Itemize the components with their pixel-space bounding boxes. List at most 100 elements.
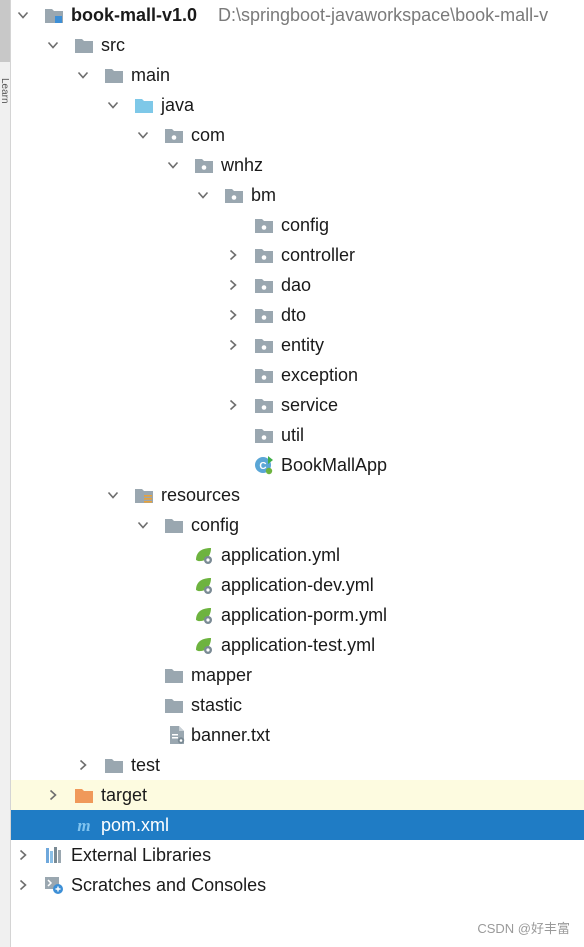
tree-node-external-libraries[interactable]: External Libraries (11, 840, 584, 870)
chevron-right-icon[interactable] (17, 879, 29, 891)
chevron-right-icon[interactable] (17, 849, 29, 861)
chevron-right-icon[interactable] (227, 309, 239, 321)
tree-label: config (191, 515, 240, 535)
tree-label: service (281, 395, 339, 415)
package-icon (254, 305, 274, 325)
chevron-down-icon[interactable] (197, 189, 209, 201)
package-icon (254, 215, 274, 235)
chevron-right-icon[interactable] (227, 399, 239, 411)
chevron-right-icon[interactable] (47, 789, 59, 801)
tree-node-project-root[interactable]: book-mall-v1.0 D:\springboot-javaworkspa… (11, 0, 584, 30)
tree-node-service[interactable]: service (11, 390, 584, 420)
tree-node-application-test-yml[interactable]: application-test.yml (11, 630, 584, 660)
chevron-down-icon[interactable] (107, 489, 119, 501)
module-folder-icon (44, 5, 64, 25)
folder-icon (104, 755, 124, 775)
tree-node-stastic[interactable]: stastic (11, 690, 584, 720)
tree-label: main (131, 65, 171, 85)
tree-label: wnhz (221, 155, 264, 175)
package-icon (224, 185, 244, 205)
folder-icon (164, 665, 184, 685)
tree-node-banner-txt[interactable]: banner.txt (11, 720, 584, 750)
folder-icon (164, 515, 184, 535)
svg-text:m: m (77, 816, 90, 835)
tree-node-dao[interactable]: dao (11, 270, 584, 300)
source-folder-icon (134, 95, 154, 115)
package-icon (254, 275, 274, 295)
tree-node-entity[interactable]: entity (11, 330, 584, 360)
tree-node-dto[interactable]: dto (11, 300, 584, 330)
package-icon (164, 125, 184, 145)
tree-label: application-porm.yml (221, 605, 388, 625)
tree-label: java (161, 95, 195, 115)
tree-label: controller (281, 245, 356, 265)
excluded-folder-icon (74, 785, 94, 805)
chevron-down-icon[interactable] (77, 69, 89, 81)
tree-node-src[interactable]: src (11, 30, 584, 60)
chevron-down-icon[interactable] (137, 129, 149, 141)
chevron-right-icon[interactable] (77, 759, 89, 771)
chevron-down-icon[interactable] (17, 9, 29, 21)
tree-label: bm (251, 185, 277, 205)
chevron-down-icon[interactable] (47, 39, 59, 51)
project-tool-tab[interactable] (0, 0, 10, 62)
tree-label: entity (281, 335, 325, 355)
tree-node-mapper[interactable]: mapper (11, 660, 584, 690)
tree-node-scratches-and-consoles[interactable]: Scratches and Consoles (11, 870, 584, 900)
folder-icon (74, 35, 94, 55)
spring-config-file-icon (194, 635, 214, 655)
project-path: D:\springboot-javaworkspace\book-mall-v (218, 5, 549, 25)
tree-label: application.yml (221, 545, 341, 565)
package-icon (254, 425, 274, 445)
tree-node-application-dev-yml[interactable]: application-dev.yml (11, 570, 584, 600)
tree-node-config[interactable]: config (11, 210, 584, 240)
package-icon (254, 365, 274, 385)
tree-node-application-yml[interactable]: application.yml (11, 540, 584, 570)
chevron-right-icon[interactable] (227, 279, 239, 291)
side-tool-window-strip[interactable]: Learn (0, 0, 11, 947)
tree-node-exception[interactable]: exception (11, 360, 584, 390)
folder-icon (104, 65, 124, 85)
tree-node-com[interactable]: com (11, 120, 584, 150)
chevron-right-icon[interactable] (227, 249, 239, 261)
tree-node-target[interactable]: target (11, 780, 584, 810)
svg-text:C: C (259, 461, 266, 472)
tree-label: test (131, 755, 161, 775)
spring-config-file-icon (194, 545, 214, 565)
tree-node-application-porm-yml[interactable]: application-porm.yml (11, 600, 584, 630)
spring-config-file-icon (194, 605, 214, 625)
tree-node-wnhz[interactable]: wnhz (11, 150, 584, 180)
tree-label: util (281, 425, 305, 445)
tree-label: resources (161, 485, 241, 505)
package-icon (254, 245, 274, 265)
tree-node-bookmallapp[interactable]: C BookMallApp (11, 450, 584, 480)
spring-boot-class-icon: C (254, 455, 274, 475)
tree-node-resources-config[interactable]: config (11, 510, 584, 540)
tree-node-bm[interactable]: bm (11, 180, 584, 210)
tree-node-util[interactable]: util (11, 420, 584, 450)
tree-label: BookMallApp (281, 455, 388, 475)
tree-label: com (191, 125, 226, 145)
package-icon (194, 155, 214, 175)
learn-tool-tab[interactable]: Learn (0, 78, 10, 104)
chevron-down-icon[interactable] (167, 159, 179, 171)
chevron-down-icon[interactable] (107, 99, 119, 111)
tree-node-pom-xml[interactable]: m pom.xml (11, 810, 584, 840)
resources-folder-icon (134, 485, 154, 505)
project-tree[interactable]: book-mall-v1.0 D:\springboot-javaworkspa… (11, 0, 584, 947)
tree-node-java[interactable]: java (11, 90, 584, 120)
tree-label: application-test.yml (221, 635, 376, 655)
tree-node-main[interactable]: main (11, 60, 584, 90)
tree-label: mapper (191, 665, 253, 685)
project-name: book-mall-v1.0 (71, 5, 198, 25)
tree-label: External Libraries (71, 845, 212, 865)
tree-node-controller[interactable]: controller (11, 240, 584, 270)
chevron-right-icon[interactable] (227, 339, 239, 351)
folder-icon (164, 695, 184, 715)
tree-node-test[interactable]: test (11, 750, 584, 780)
tree-node-resources[interactable]: resources (11, 480, 584, 510)
scratches-icon (44, 875, 64, 895)
tree-label: pom.xml (101, 815, 170, 835)
chevron-down-icon[interactable] (137, 519, 149, 531)
tree-label: config (281, 215, 330, 235)
